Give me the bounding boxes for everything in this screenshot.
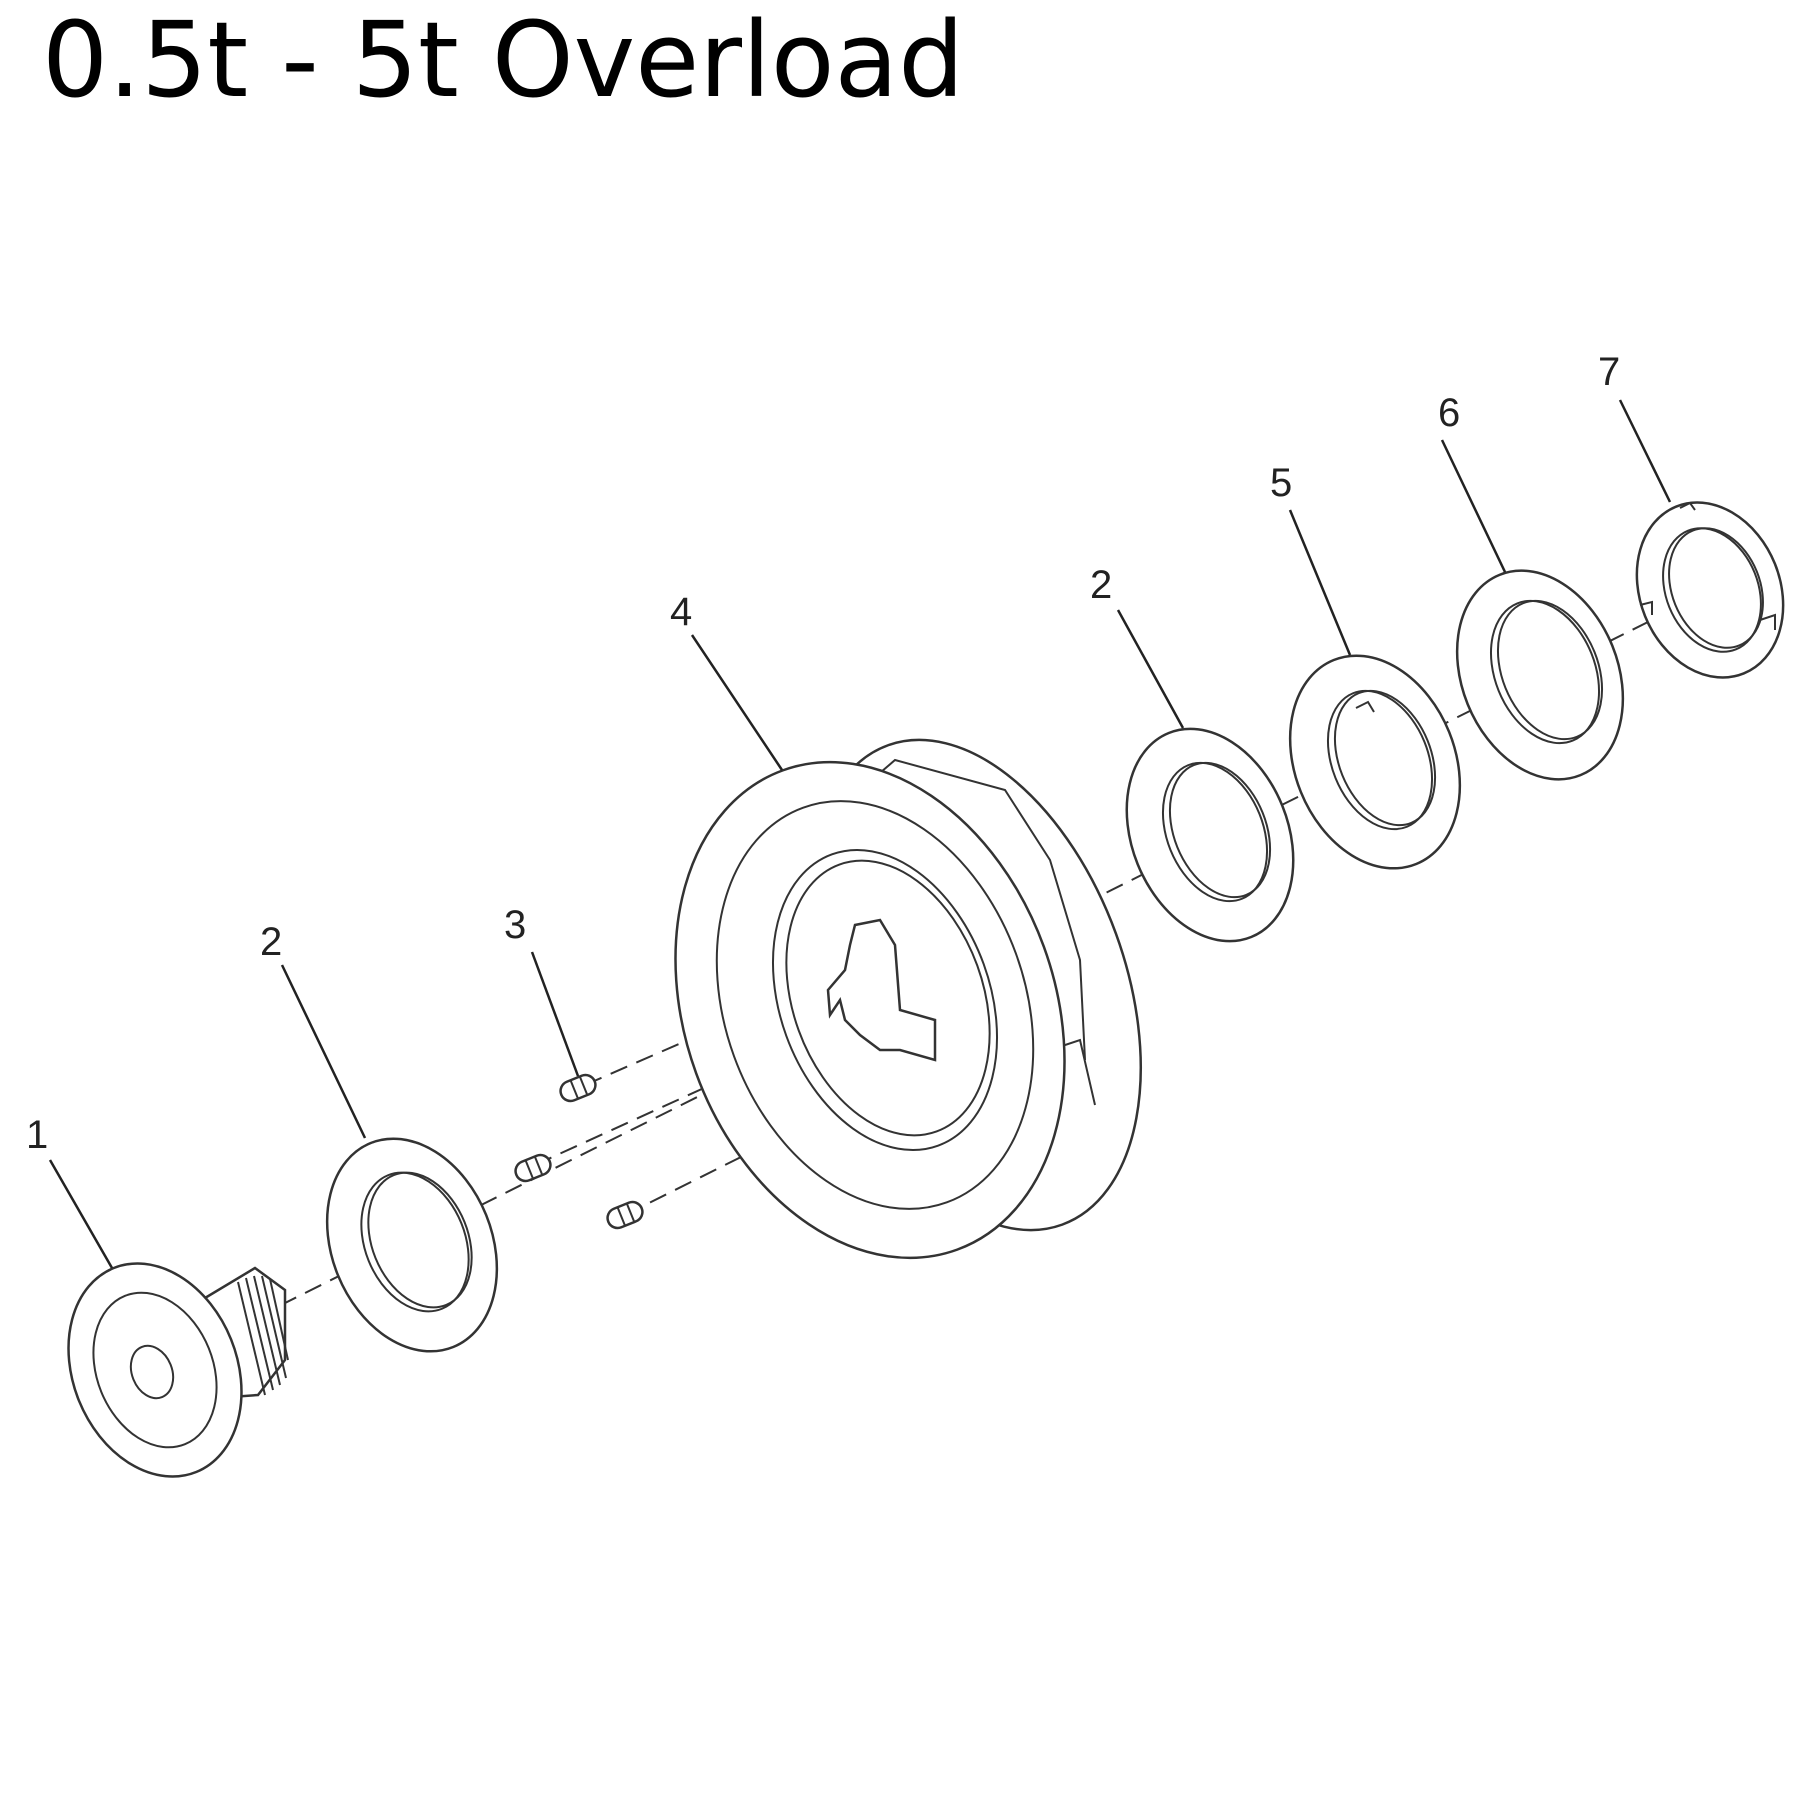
leader-6 bbox=[1440, 439, 1507, 573]
pin-axis-mid bbox=[534, 984, 931, 1166]
leader-2-left bbox=[280, 964, 367, 1139]
leader-1 bbox=[48, 1159, 114, 1269]
part-6-washer bbox=[1455, 569, 1625, 781]
callout-2-right: 2 bbox=[1090, 563, 1112, 607]
callout-5: 5 bbox=[1270, 461, 1292, 505]
callout-2-left: 2 bbox=[260, 920, 282, 964]
page-title: 0.5t - 5t Overload bbox=[42, 0, 965, 121]
callout-6: 6 bbox=[1438, 391, 1460, 435]
part-2-washer-right bbox=[1125, 727, 1295, 943]
leader-3 bbox=[530, 951, 580, 1077]
callout-7: 7 bbox=[1598, 350, 1620, 394]
part-1-threaded-bush bbox=[67, 1262, 289, 1478]
callout-1: 1 bbox=[26, 1113, 48, 1157]
leader-4 bbox=[690, 634, 784, 771]
part-5-keyed-washer bbox=[1288, 654, 1462, 870]
part-4-sheave bbox=[674, 738, 1143, 1260]
leader-2-right bbox=[1116, 609, 1185, 729]
part-7-lock-nut bbox=[1635, 501, 1785, 679]
leader-7 bbox=[1618, 399, 1672, 503]
leader-5 bbox=[1288, 509, 1352, 656]
callout-4: 4 bbox=[670, 590, 692, 634]
callout-3: 3 bbox=[504, 903, 526, 947]
part-2-washer-left bbox=[325, 1137, 499, 1353]
part-3-pins bbox=[514, 1073, 644, 1230]
